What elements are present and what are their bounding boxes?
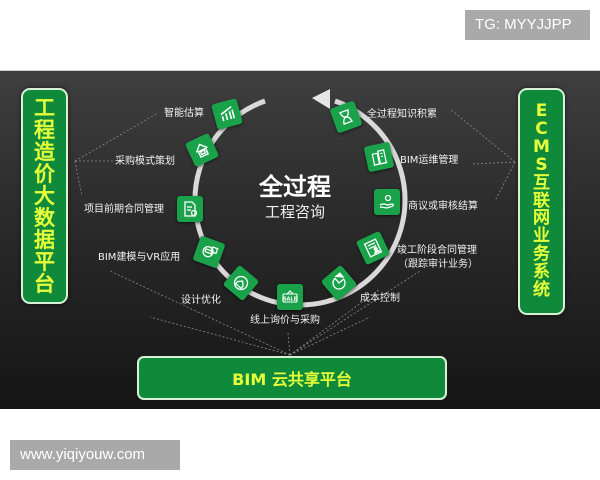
cycle-item-label: 全过程知识积累 bbox=[367, 109, 437, 120]
right-platform-char: S bbox=[535, 154, 548, 175]
right-platform-char: E bbox=[535, 101, 548, 122]
left-platform-char: 平 bbox=[34, 250, 55, 275]
left-platform-char: 据 bbox=[34, 228, 55, 253]
watermark-bottom: www.yiqiyouw.com bbox=[10, 440, 180, 470]
cycle-item-label: BIM建模与VR应用 bbox=[98, 252, 181, 263]
watermark-top: TG: MYYJJPP bbox=[465, 10, 590, 40]
cycle-item-label: 采购模式策划 bbox=[115, 156, 175, 167]
right-platform-char: 网 bbox=[533, 208, 550, 229]
cycle-item-label: 商议或审核结算 bbox=[408, 201, 478, 212]
cycle-item-label: 线上询价与采购 bbox=[250, 315, 320, 326]
document-icon bbox=[177, 196, 203, 222]
right-platform-char: 业 bbox=[533, 226, 550, 247]
bim-cloud-platform-box: BIM 云共享平台 bbox=[137, 356, 447, 400]
hourglass-icon bbox=[329, 100, 363, 134]
center-title: 全过程 bbox=[259, 173, 331, 201]
right-platform-char: 统 bbox=[533, 279, 550, 300]
left-platform-char: 大 bbox=[34, 183, 55, 208]
cycle-arrow-icon bbox=[312, 89, 330, 109]
right-platform-char: C bbox=[535, 119, 548, 140]
ecms-system-box: E C M S 互 联 网 业 务 系 统 bbox=[518, 88, 565, 315]
left-platform-char: 造 bbox=[34, 139, 55, 164]
cycle-item-label: 设计优化 bbox=[181, 295, 221, 306]
cycle-item-label: 项目前期合同管理 bbox=[84, 204, 164, 215]
home-cycle-icon bbox=[222, 264, 260, 302]
house-icon bbox=[184, 132, 220, 168]
right-platform-char: M bbox=[533, 137, 550, 158]
contract-user-icon bbox=[355, 230, 391, 266]
vr-headset-icon bbox=[192, 235, 226, 269]
bar-chart-icon bbox=[211, 98, 243, 130]
cycle-item-label: 竣工阶段合同管理 bbox=[397, 245, 477, 256]
left-platform-char: 程 bbox=[34, 117, 55, 142]
right-platform-char: 务 bbox=[533, 244, 550, 265]
left-platform-char: 台 bbox=[34, 272, 55, 297]
right-platform-char: 互 bbox=[533, 172, 550, 193]
pie-chart-icon bbox=[320, 264, 358, 302]
cycle-item-label: 成本控制 bbox=[360, 293, 400, 304]
hand-coin-icon bbox=[374, 189, 400, 215]
right-platform-char: 联 bbox=[533, 190, 550, 211]
left-platform-char: 工 bbox=[34, 95, 55, 120]
left-platform-char: 价 bbox=[34, 161, 55, 186]
left-platform-char: 数 bbox=[34, 206, 55, 231]
sale-sign-icon: SALE bbox=[277, 284, 303, 310]
svg-text:SALE: SALE bbox=[283, 296, 298, 302]
big-data-platform-box: 工 程 造 价 大 数 据 平 台 bbox=[21, 88, 68, 304]
cycle-item-label: 智能估算 bbox=[164, 108, 204, 119]
center-subtitle: 工程咨询 bbox=[264, 203, 325, 221]
cycle-item-label: BIM运维管理 bbox=[400, 155, 459, 166]
right-platform-char: 系 bbox=[533, 261, 550, 282]
buildings-icon bbox=[363, 141, 395, 173]
cycle-item-sublabel: （跟踪审计业务） bbox=[398, 259, 478, 270]
diagram-panel: 工 程 造 价 大 数 据 平 台 E C M S 互 联 网 业 务 系 统 … bbox=[0, 70, 600, 409]
